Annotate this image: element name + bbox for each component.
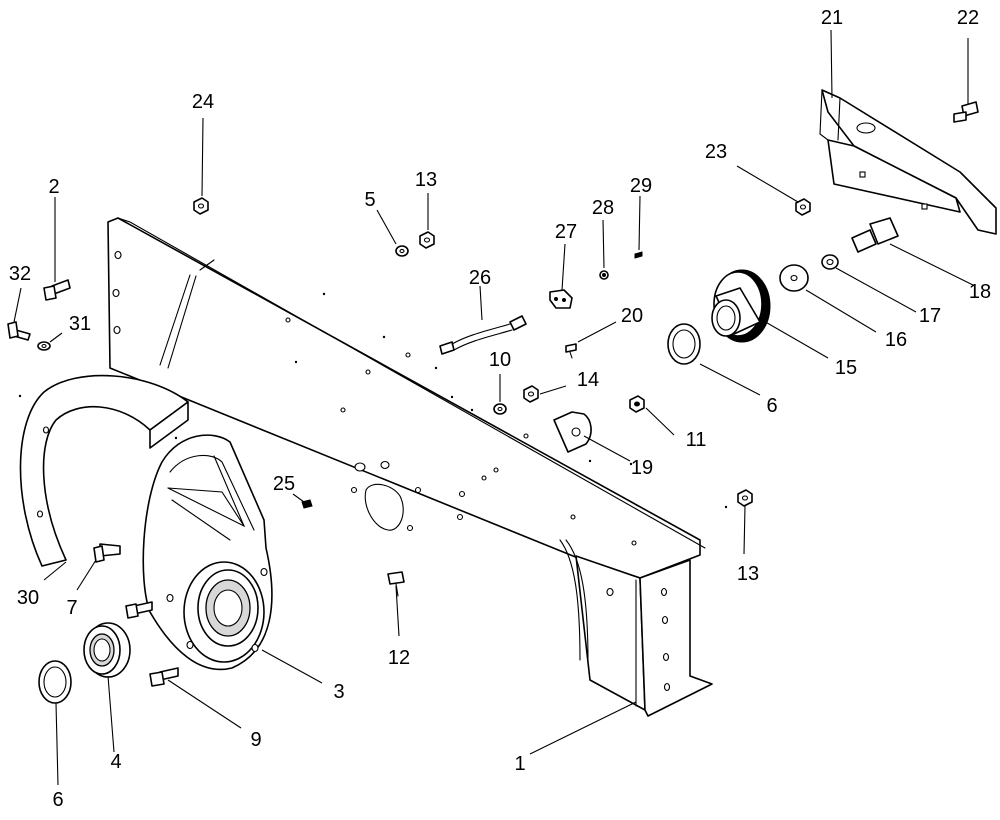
washer-left [38, 660, 72, 704]
washer-31 [37, 341, 51, 351]
callout-23: 23 [705, 141, 727, 163]
callout-2: 2 [48, 176, 59, 198]
callout-6-right: 6 [766, 395, 777, 417]
leader-lines [13, 29, 976, 786]
bearing-housing [142, 434, 273, 671]
callout-9: 9 [250, 729, 261, 751]
callout-22: 22 [957, 7, 979, 29]
callout-13-right: 13 [737, 563, 759, 585]
callout-5: 5 [364, 189, 375, 211]
callout-10: 10 [489, 349, 511, 371]
cover-plate-21 [819, 89, 997, 235]
callout-19: 19 [631, 457, 653, 479]
callout-32: 32 [9, 263, 31, 285]
callout-26: 26 [469, 267, 491, 289]
lockwasher-17 [821, 254, 839, 270]
curved-shield-band [19, 374, 189, 567]
nut-13-right [737, 489, 753, 507]
main-beam-part [107, 217, 713, 717]
clip-27 [549, 289, 573, 309]
pin-29 [634, 251, 643, 259]
callout-14: 14 [577, 369, 599, 391]
washer-16 [779, 264, 809, 292]
nut-24 [193, 197, 209, 215]
callout-28: 28 [592, 197, 614, 219]
callout-25: 25 [273, 473, 295, 495]
callout-13-top: 13 [415, 169, 437, 191]
callout-27: 27 [555, 221, 577, 243]
washer-5 [395, 245, 409, 257]
callout-1: 1 [514, 753, 525, 775]
callout-31: 31 [69, 313, 91, 335]
callout-20: 20 [621, 305, 643, 327]
callout-29: 29 [630, 175, 652, 197]
bolt-32 [7, 321, 31, 341]
nut-14 [523, 385, 539, 403]
callout-18: 18 [969, 281, 991, 303]
callout-12: 12 [388, 647, 410, 669]
hose-26 [439, 315, 527, 355]
nut-11 [629, 395, 645, 413]
screw-20 [565, 343, 577, 359]
nut-23 [795, 198, 811, 216]
callout-11: 11 [686, 429, 707, 451]
bolt-12 [387, 571, 405, 597]
washer-10 [493, 403, 507, 415]
callout-4: 4 [110, 751, 121, 773]
bolt-near-bearing [125, 601, 153, 619]
callout-17: 17 [919, 305, 941, 327]
sprocket-hub-15 [711, 269, 771, 343]
callout-labels: 1 2 3 4 5 6 6 7 9 10 11 12 13 13 14 15 1… [9, 7, 991, 811]
nut-13-top [419, 231, 435, 249]
bolt-22 [953, 101, 979, 123]
bolt-9 [149, 667, 179, 687]
bearing-part [83, 622, 131, 678]
bracket-19 [553, 411, 592, 453]
washer-right [667, 323, 701, 365]
bolt-7 [93, 543, 121, 563]
bolt-18 [851, 217, 899, 253]
callout-3: 3 [333, 681, 344, 703]
callout-16: 16 [885, 329, 907, 351]
callout-6-left: 6 [52, 789, 63, 811]
nut-28 [599, 270, 609, 280]
callout-24: 24 [192, 91, 214, 113]
callout-15: 15 [835, 357, 857, 379]
screw-25 [301, 499, 313, 509]
callout-30: 30 [17, 587, 39, 609]
alignment-dots [18, 292, 728, 509]
callout-7: 7 [66, 597, 77, 619]
callout-21: 21 [821, 7, 843, 29]
bolt-2 [43, 279, 71, 301]
